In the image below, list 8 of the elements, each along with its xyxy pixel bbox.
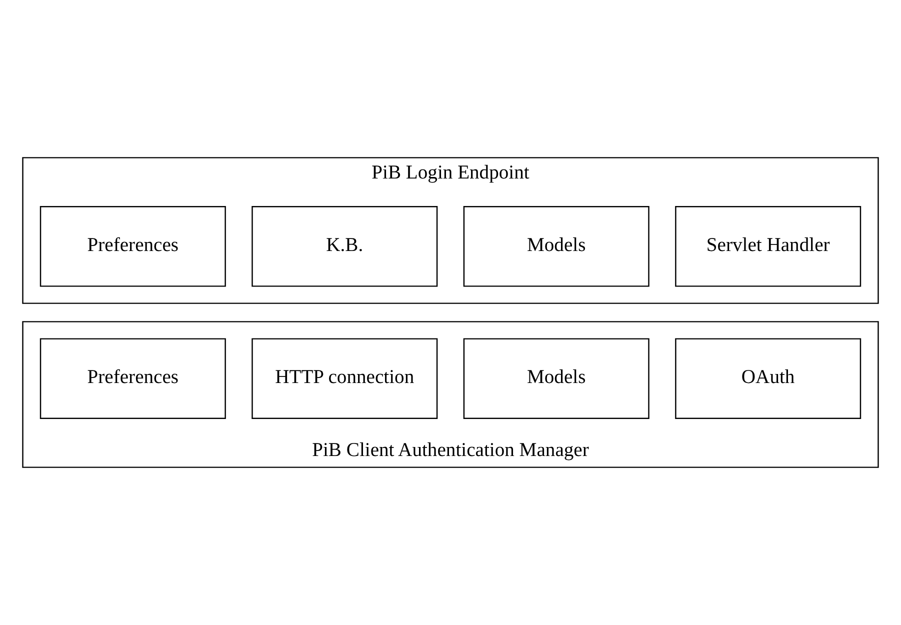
node-box: OAuth xyxy=(675,338,862,419)
node-box: Preferences xyxy=(40,206,226,287)
node-box: Models xyxy=(463,338,650,419)
node-box: Preferences xyxy=(40,338,226,419)
node-box: K.B. xyxy=(252,206,438,287)
node-box: HTTP connection xyxy=(252,338,438,419)
node-box: Servlet Handler xyxy=(675,206,862,287)
node-box: Models xyxy=(463,206,650,287)
